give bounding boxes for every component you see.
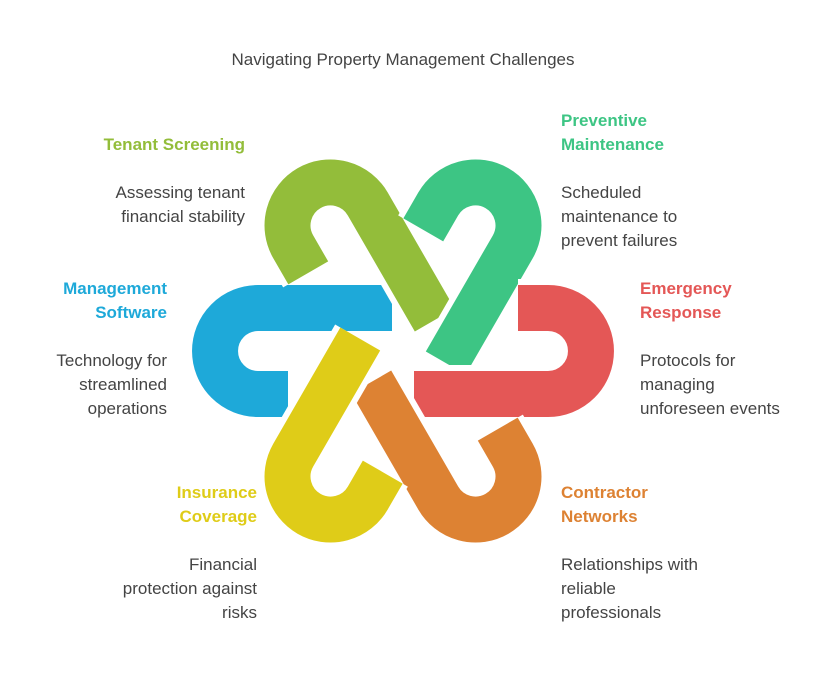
desc-line: professionals [561, 603, 662, 622]
loop-band [264, 159, 455, 332]
item-tenant-screening: Tenant Screening Assessing tenant financ… [15, 133, 245, 229]
desc-line: unforeseen events [640, 399, 780, 418]
label-line: Software [95, 303, 167, 322]
desc-line: protection against [122, 579, 257, 598]
item-description: Relationships with reliable professional… [561, 553, 791, 625]
item-label: Management Software [0, 277, 167, 325]
item-contractor-networks: Contractor Networks Relationships with r… [561, 481, 791, 625]
loop-band [414, 285, 614, 417]
item-label: Emergency Response [640, 277, 830, 325]
label-line: Emergency [640, 279, 732, 298]
desc-line: financial stability [121, 207, 245, 226]
loop-management-software [186, 279, 392, 423]
item-description: Technology for streamlined operations [0, 349, 167, 421]
item-description: Protocols for managing unforeseen events [640, 349, 830, 421]
loop-contractor-networks [346, 367, 548, 549]
desc-line: Technology for [56, 351, 167, 370]
label-line: Preventive [561, 111, 647, 130]
label-line: Response [640, 303, 722, 322]
loop-band [192, 285, 392, 417]
item-management-software: Management Software Technology for strea… [0, 277, 167, 421]
label-line: Management [63, 279, 167, 298]
desc-line: Assessing tenant [115, 183, 245, 202]
item-preventive-maintenance: Preventive Maintenance Scheduled mainten… [561, 109, 791, 253]
desc-line: maintenance to [561, 207, 678, 226]
label-line: Coverage [179, 507, 257, 526]
item-description: Scheduled maintenance to prevent failure… [561, 181, 791, 253]
loop-insurance-coverage [258, 324, 408, 549]
loop-tenant-screening [258, 153, 460, 335]
item-label: Preventive Maintenance [561, 109, 791, 157]
loop-emergency-response [414, 279, 620, 423]
item-description: Financial protection against risks [27, 553, 257, 625]
item-description: Assessing tenant financial stability [15, 181, 245, 229]
loop-preventive-maintenance [398, 153, 548, 378]
desc-line: managing [640, 375, 715, 394]
desc-line: Relationships with [561, 555, 699, 574]
desc-line: prevent failures [561, 231, 678, 250]
desc-line: Financial [188, 555, 257, 574]
label-line: Insurance [176, 483, 257, 502]
label-line: Maintenance [561, 135, 664, 154]
loop-band [351, 370, 542, 543]
desc-line: operations [87, 399, 167, 418]
loop-band [264, 327, 403, 543]
item-insurance-coverage: Insurance Coverage Financial protection … [27, 481, 257, 625]
desc-line: Protocols for [640, 351, 736, 370]
desc-line: risks [222, 603, 257, 622]
label-line: Tenant Screening [103, 135, 245, 154]
diagram-title: Navigating Property Management Challenge… [231, 50, 575, 69]
desc-line: Scheduled [561, 183, 642, 202]
desc-line: reliable [561, 579, 616, 598]
item-label: Contractor Networks [561, 481, 791, 529]
item-label: Tenant Screening [15, 133, 245, 157]
item-label: Insurance Coverage [27, 481, 257, 529]
label-line: Networks [561, 507, 638, 526]
label-line: Contractor [561, 483, 648, 502]
item-emergency-response: Emergency Response Protocols for managin… [640, 277, 830, 421]
desc-line: streamlined [79, 375, 167, 394]
loop-band [403, 159, 542, 375]
